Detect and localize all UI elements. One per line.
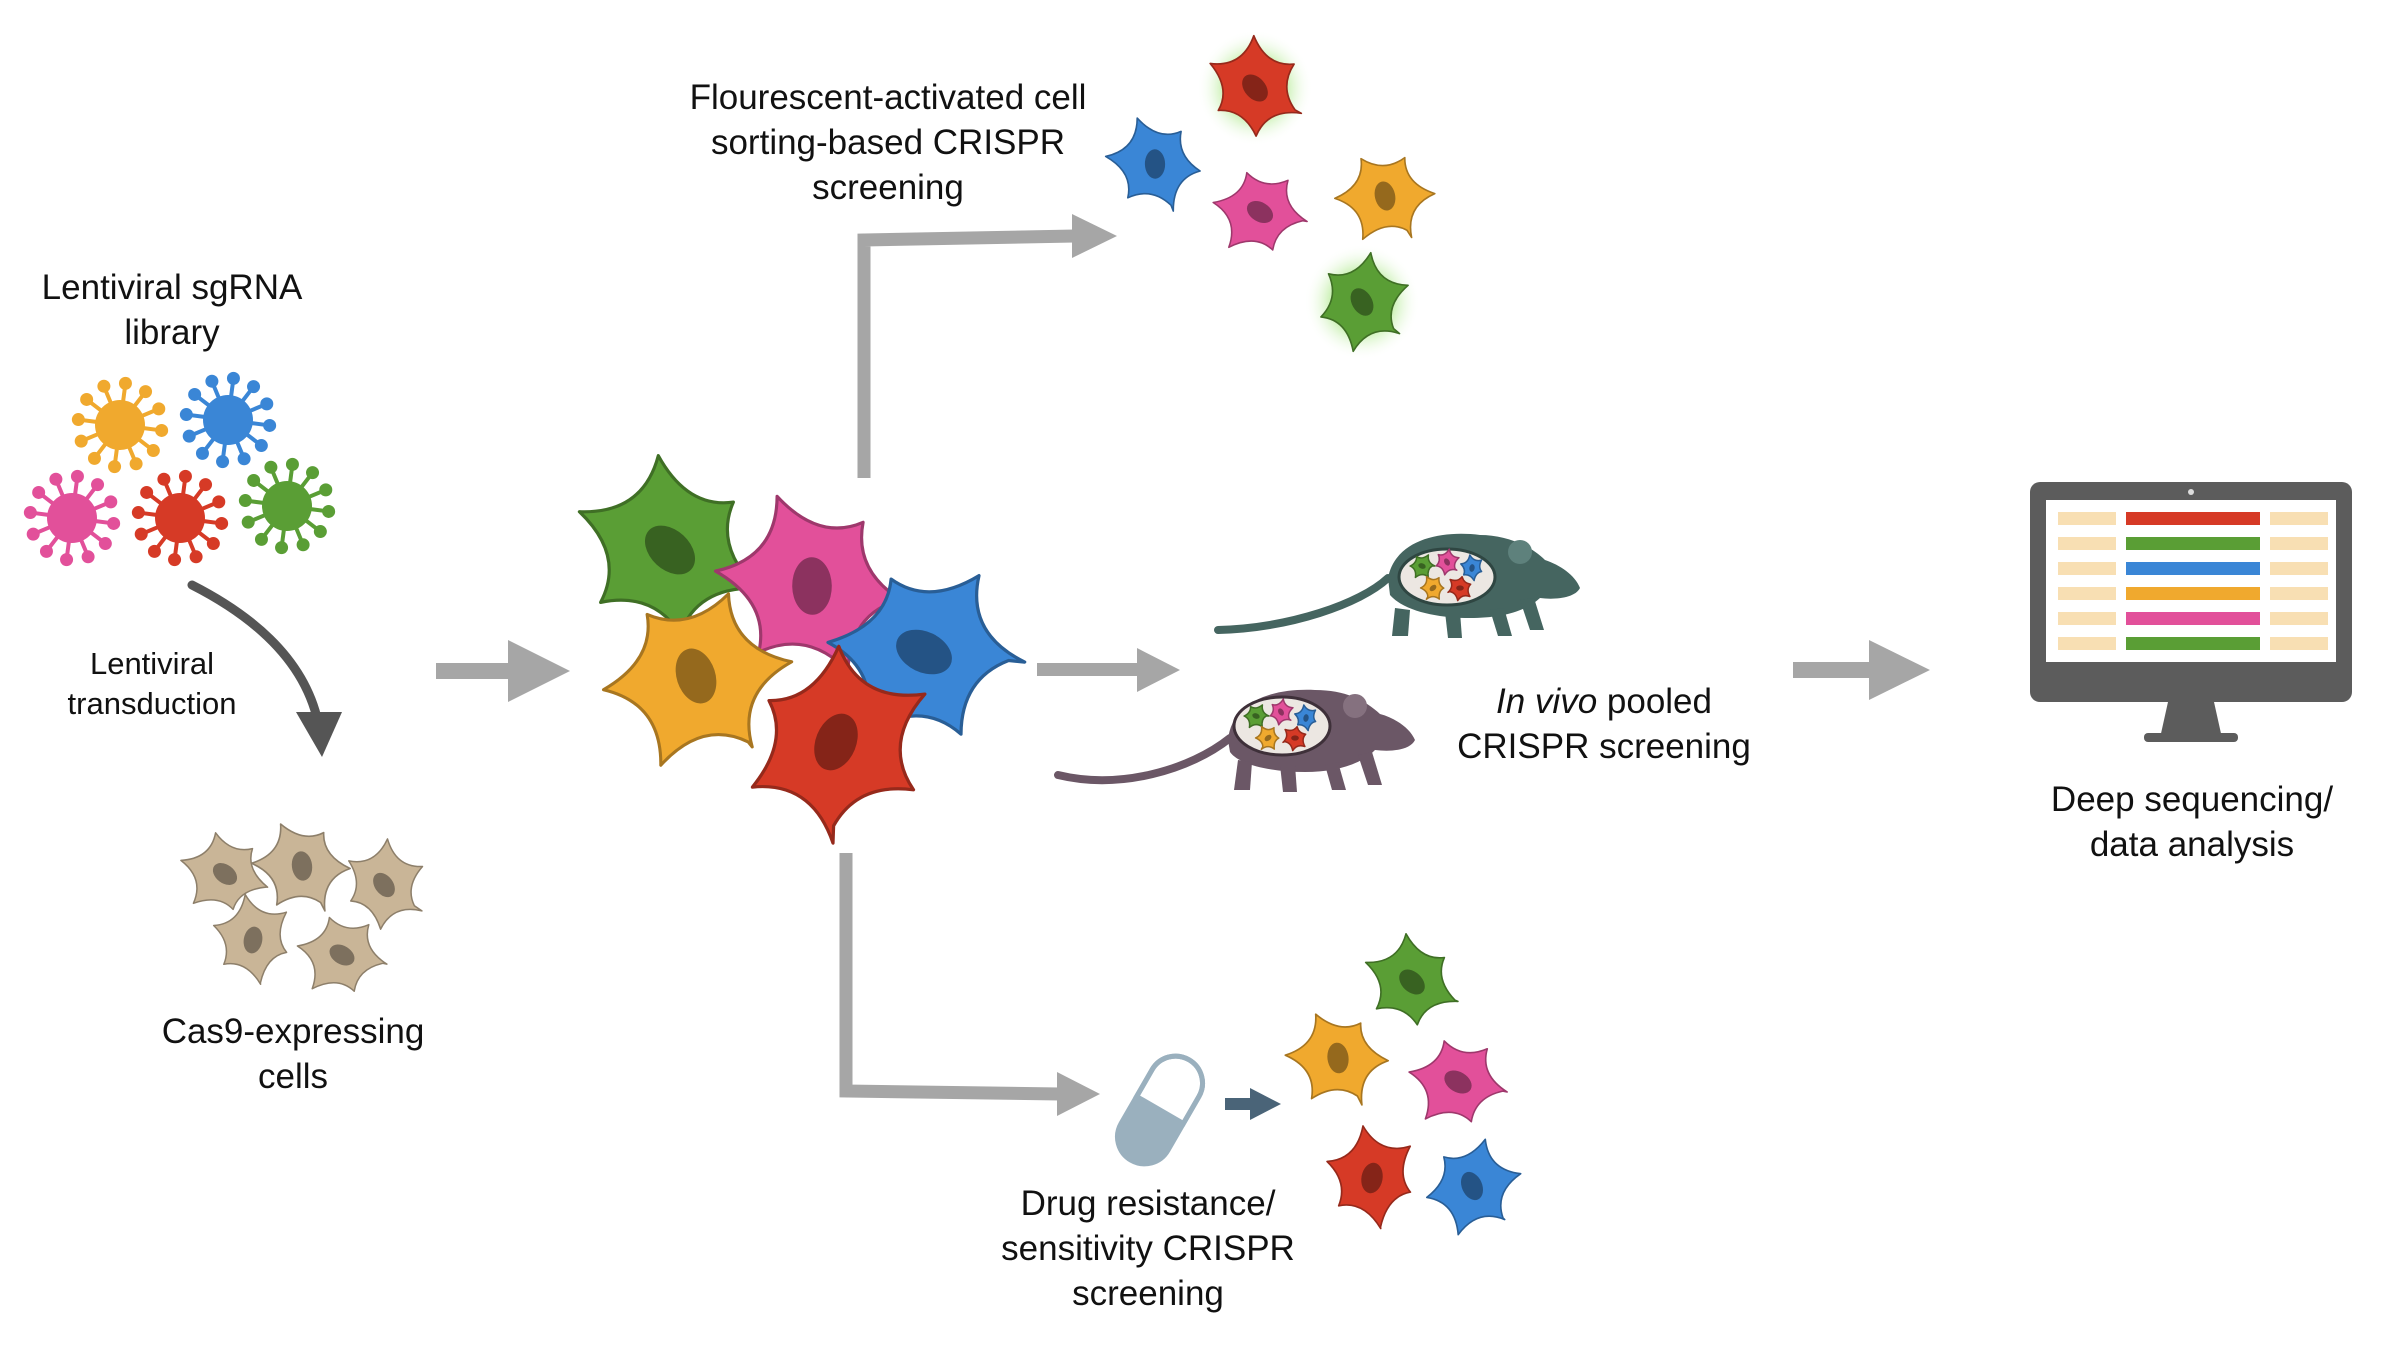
drug-cell-red xyxy=(1326,1125,1412,1230)
mini-cell-icon xyxy=(1269,698,1294,726)
facs-cell-orange xyxy=(1333,156,1436,241)
arrow-to-analysis-icon xyxy=(1793,640,1930,700)
monitor-bar xyxy=(2126,637,2260,650)
invivo-italic: In vivo xyxy=(1496,682,1598,721)
facs-cell-blue xyxy=(1104,117,1201,212)
mini-cell-icon xyxy=(1435,548,1460,576)
monitor-bar xyxy=(2126,587,2260,600)
deepseq-label: Deep sequencing/data analysis xyxy=(2050,780,2334,864)
invivo-rest: pooled xyxy=(1597,682,1712,721)
virus-library xyxy=(23,371,336,567)
pool-cell-red xyxy=(750,644,927,845)
cas9-cell-icon xyxy=(250,823,351,912)
monitor-icon xyxy=(2030,482,2352,742)
monitor-bar xyxy=(2126,562,2260,575)
monitor-stripe xyxy=(2270,637,2328,650)
virus-icon xyxy=(238,457,336,555)
pool-cell-green xyxy=(577,454,762,636)
arrow-to-drug-icon xyxy=(839,853,1100,1116)
monitor-bar xyxy=(2126,512,2260,525)
drug-cell-orange xyxy=(1284,1013,1390,1106)
mouse-top-icon xyxy=(1214,533,1580,638)
cas9-cell-icon xyxy=(180,832,269,911)
monitor-bar xyxy=(2126,537,2260,550)
mini-cell-icon xyxy=(1447,575,1472,602)
monitor-stripe xyxy=(2270,537,2328,550)
cas9-cell-icon xyxy=(296,916,388,992)
transduction-arrow-icon xyxy=(187,580,342,757)
virus-icon xyxy=(131,469,229,567)
mini-cell-icon xyxy=(1254,725,1280,751)
virus-icon xyxy=(179,371,277,469)
facs-cell-pink xyxy=(1212,171,1308,251)
monitor-stripe xyxy=(2058,537,2116,550)
pool-cell-orange xyxy=(601,592,794,767)
drug-cell-blue xyxy=(1425,1138,1522,1236)
monitor-stripe xyxy=(2058,512,2116,525)
facs-cell-red xyxy=(1209,34,1303,137)
drug-cell-green xyxy=(1364,932,1459,1026)
virus-icon xyxy=(71,376,169,474)
virus-icon xyxy=(23,469,121,567)
facs-sorted-cells xyxy=(1104,30,1436,360)
mouse-bottom-icon xyxy=(1054,689,1415,792)
monitor-stripe xyxy=(2058,612,2116,625)
monitor-stripe xyxy=(2058,637,2116,650)
drug-cell-pink xyxy=(1408,1040,1509,1123)
monitor-stripe xyxy=(2058,562,2116,575)
mini-cell-icon xyxy=(1282,725,1307,752)
arrow-to-invivo-icon xyxy=(1037,648,1180,692)
pill-icon xyxy=(1115,1053,1205,1167)
mini-cell-icon xyxy=(1294,704,1317,732)
cas9-cell-icon xyxy=(348,838,424,930)
monitor-stripe xyxy=(2270,562,2328,575)
monitor-stripe xyxy=(2270,512,2328,525)
monitor-bar xyxy=(2126,612,2260,625)
mini-cell-icon xyxy=(1419,575,1445,601)
monitor-stripe xyxy=(2270,587,2328,600)
drug-screen-cells xyxy=(1284,932,1522,1236)
arrow-to-pool-icon xyxy=(436,640,570,702)
invivo-label: In vivo pooled CRISPR screening xyxy=(1457,682,1751,766)
facs-cell-green xyxy=(1320,251,1409,353)
arrow-to-drug-cells-icon xyxy=(1225,1088,1281,1120)
monitor-stripe xyxy=(2058,587,2116,600)
monitor-stripe xyxy=(2270,612,2328,625)
mini-cell-icon xyxy=(1409,554,1436,579)
mini-cell-icon xyxy=(1460,554,1483,582)
cas9-cells-cluster xyxy=(180,823,424,992)
edited-cell-pool xyxy=(577,454,1027,845)
cas9-cell-icon xyxy=(212,893,288,985)
arrow-to-facs-icon xyxy=(857,214,1117,478)
